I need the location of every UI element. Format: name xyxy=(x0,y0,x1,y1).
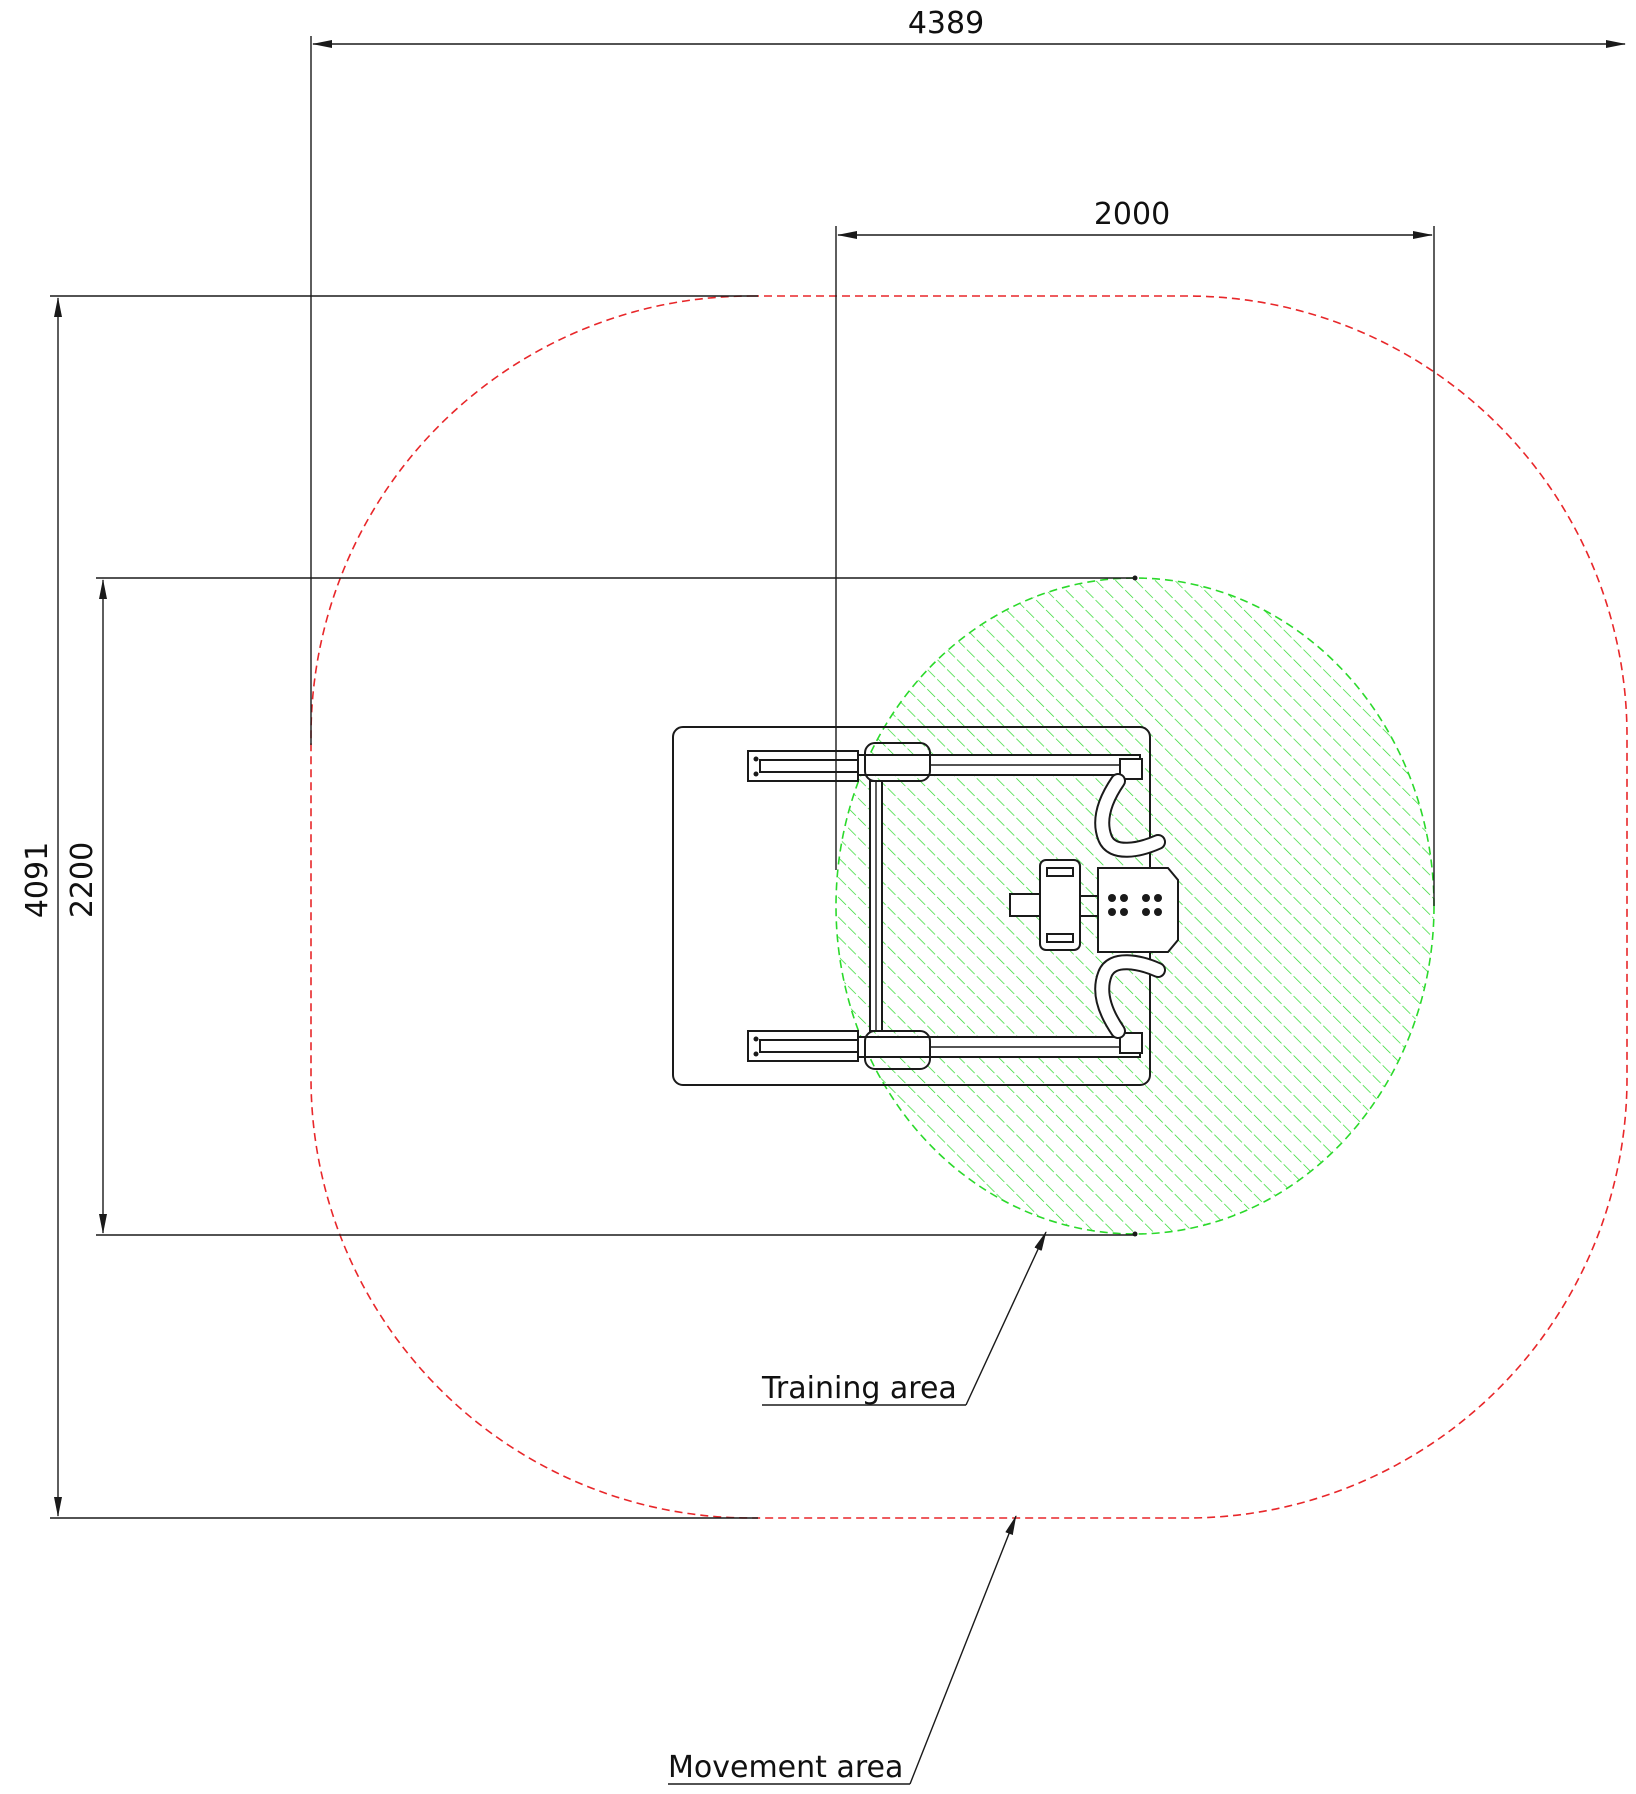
movement-area-callout: Movement area xyxy=(668,1515,1017,1785)
dimension-overall-height-value: 4091 xyxy=(20,842,55,918)
movement-area-label: Movement area xyxy=(668,1750,903,1785)
equipment-side-frame xyxy=(869,780,883,1032)
equipment-handles xyxy=(1094,773,1166,1039)
equipment-bottom-rail xyxy=(747,1030,1143,1070)
dimension-overall-height: 4091 xyxy=(20,295,758,1519)
equipment-top-rail xyxy=(747,742,1143,782)
training-area-callout: Training area xyxy=(761,1231,1047,1406)
dimension-overall-width: 4389 xyxy=(310,6,1626,745)
dimension-training-height: 2200 xyxy=(65,575,1138,1237)
training-area-label: Training area xyxy=(761,1371,957,1406)
dimension-training-width: 2000 xyxy=(835,197,1435,906)
equipment-seat xyxy=(1009,859,1179,953)
dimension-training-width-value: 2000 xyxy=(1094,197,1170,232)
dimension-training-height-value: 2200 xyxy=(65,842,100,918)
dimension-overall-width-value: 4389 xyxy=(908,6,984,41)
